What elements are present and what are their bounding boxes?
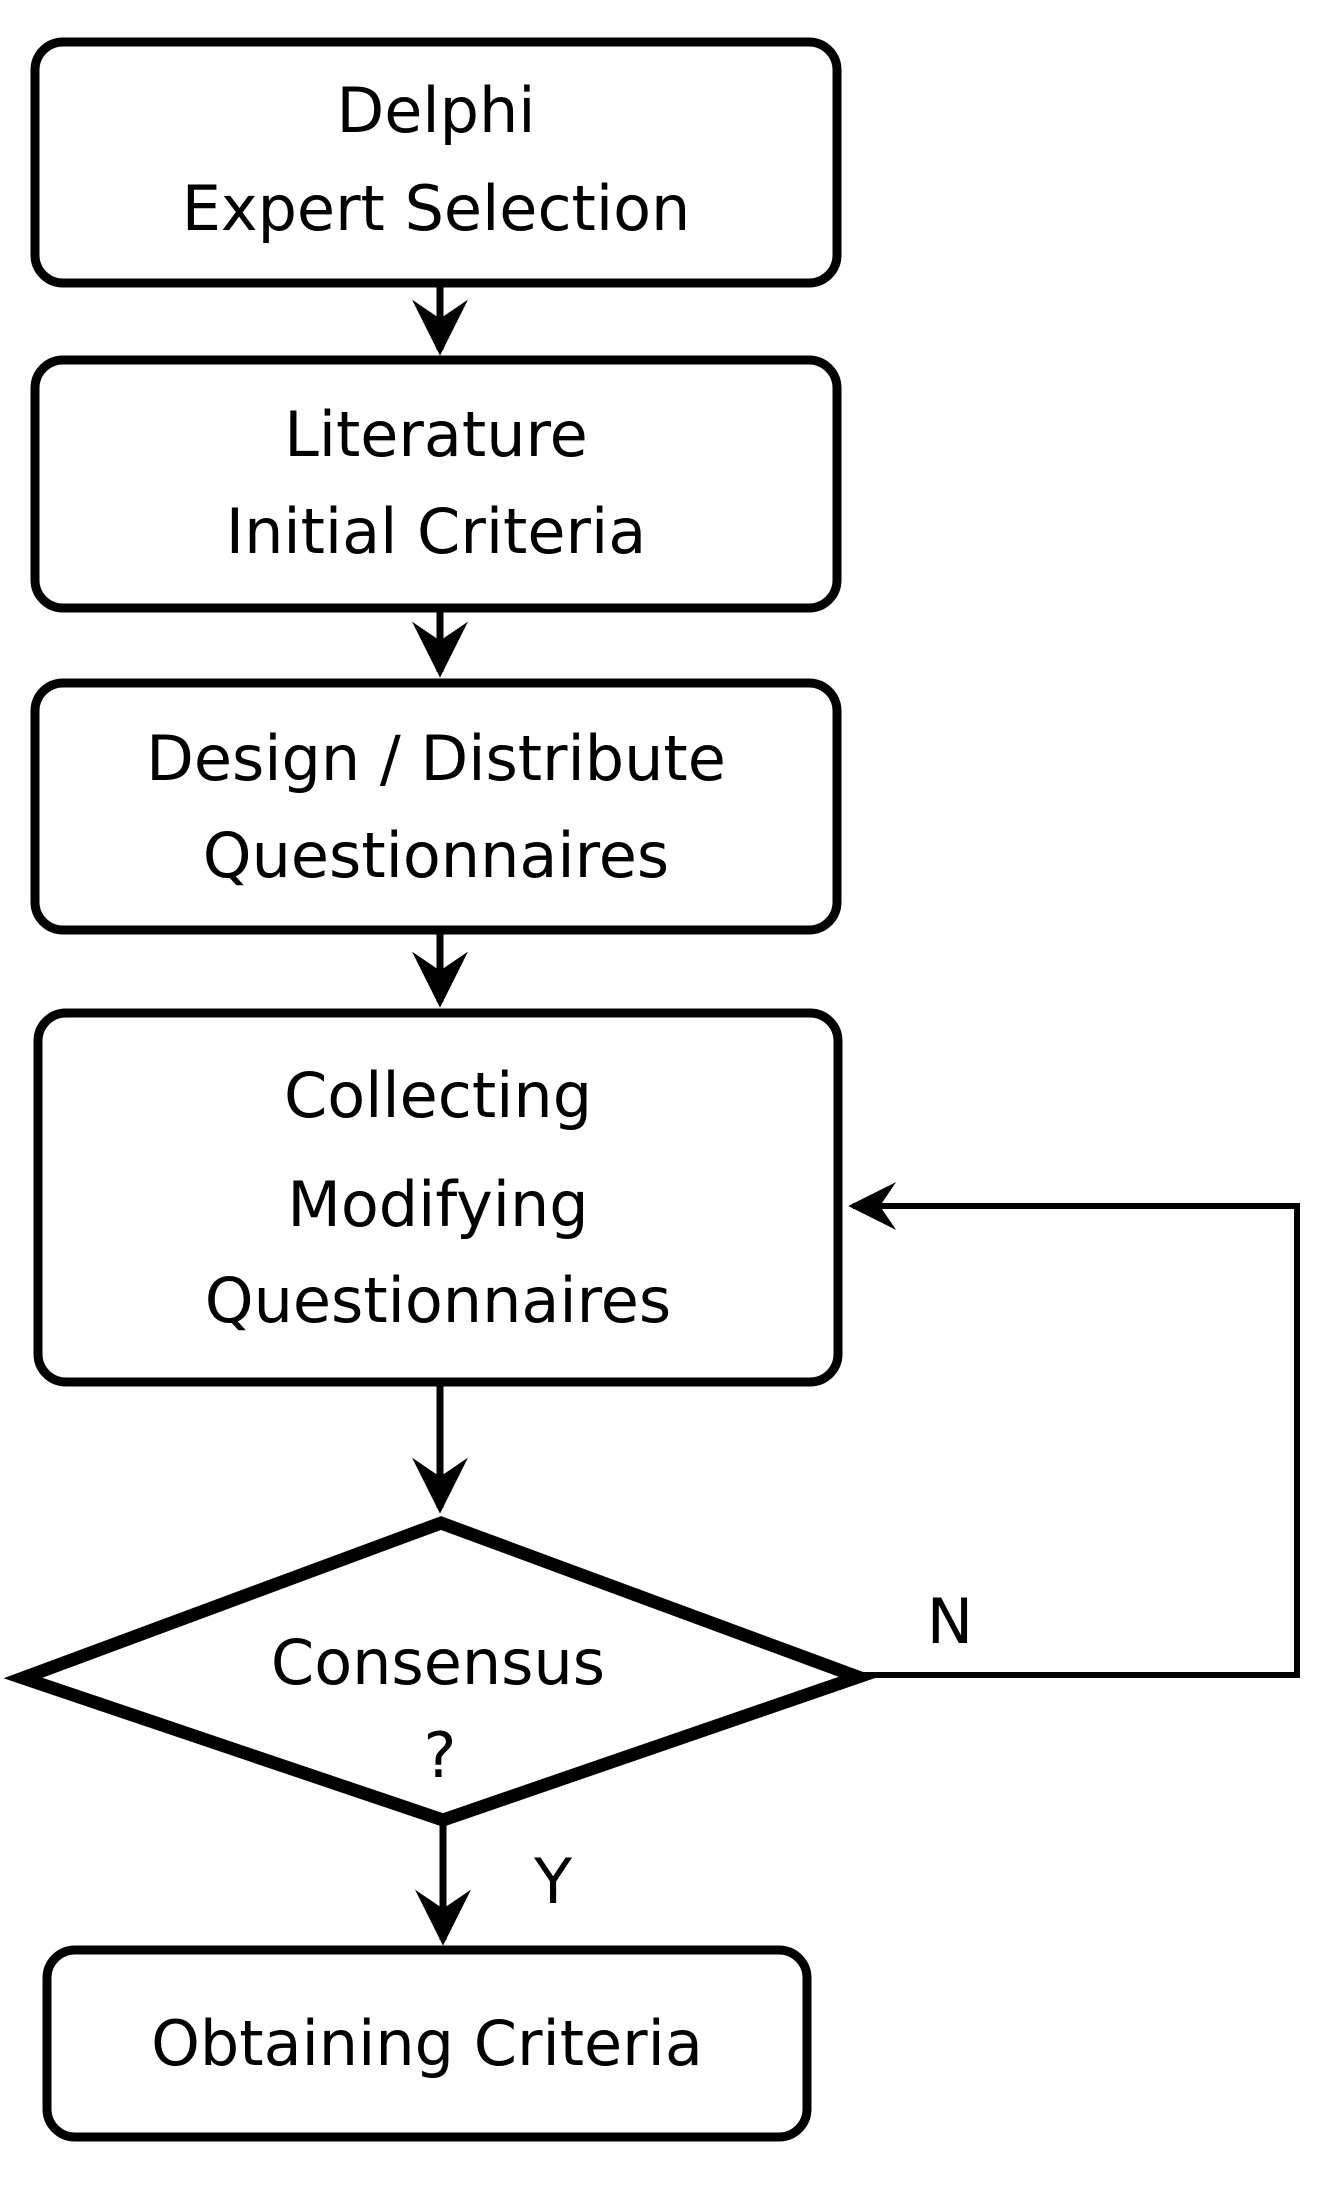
node-collecting-modifying-questionnaires-line-2: Modifying bbox=[287, 1168, 588, 1241]
node-design-distribute-questionnaires-line-1: Design / Distribute bbox=[146, 722, 726, 795]
node-design-distribute-questionnaires-line-2: Questionnaires bbox=[203, 819, 669, 892]
edge-consensus-no-loop bbox=[848, 1182, 1300, 1678]
node-delphi-expert-selection-line-2: Expert Selection bbox=[182, 172, 691, 245]
node-obtaining-criteria bbox=[42, 1945, 812, 2142]
node-collecting-modifying-questionnaires-line-3: Questionnaires bbox=[205, 1264, 671, 1337]
node-consensus-decision-line-1: Consensus bbox=[271, 1626, 605, 1699]
node-collecting-modifying-questionnaires-line-1: Collecting bbox=[284, 1059, 592, 1132]
node-delphi-expert-selection bbox=[30, 37, 842, 288]
node-consensus-decision-line-2: ? bbox=[424, 1719, 457, 1792]
node-literature-initial-criteria-line-1: Literature bbox=[284, 398, 588, 471]
node-literature-initial-criteria-line-2: Initial Criteria bbox=[226, 495, 646, 568]
node-delphi-expert-selection-line-1: Delphi bbox=[337, 74, 536, 147]
branch-label-yes: Y bbox=[533, 1845, 572, 1918]
node-literature-initial-criteria bbox=[30, 355, 842, 613]
node-obtaining-criteria-line-1: Obtaining Criteria bbox=[151, 2007, 703, 2080]
branch-label-no: N bbox=[927, 1585, 973, 1658]
node-design-distribute-questionnaires bbox=[30, 678, 842, 935]
